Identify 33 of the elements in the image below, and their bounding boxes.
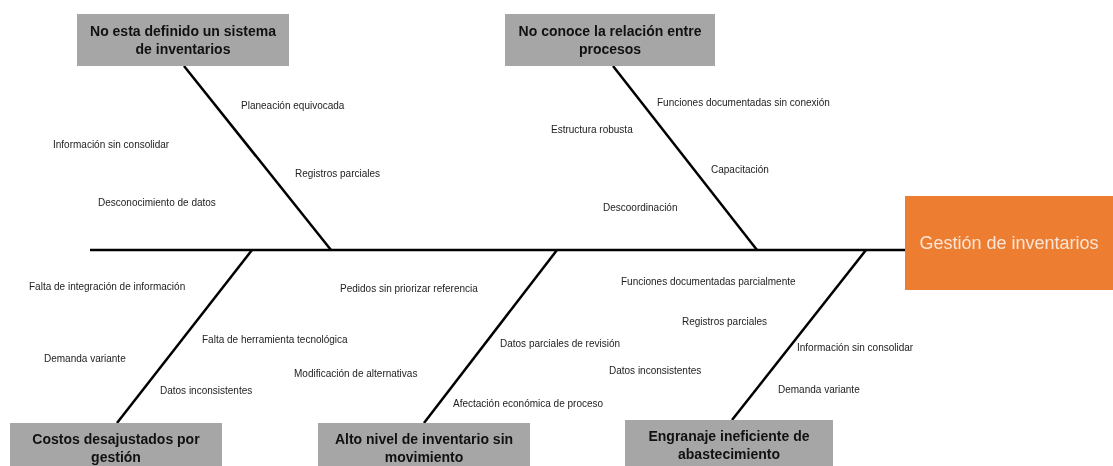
cause-label: Información sin consolidar — [797, 342, 914, 354]
cause-label: Afectación económica de proceso — [453, 398, 604, 410]
cause-label: Falta de integración de información — [29, 281, 186, 293]
category-box: Engranaje ineficiente de abastecimiento — [625, 420, 833, 466]
cause-label: Pedidos sin priorizar referencia — [340, 283, 478, 295]
category-box: No esta definido un sistema de inventarios — [77, 14, 289, 66]
cause-label: Capacitación — [711, 164, 769, 176]
bone-line — [116, 249, 253, 424]
category-box: Alto nivel de inventario sin movimiento — [318, 423, 530, 466]
bone-line — [183, 65, 332, 251]
cause-label: Datos inconsistentes — [160, 385, 253, 397]
category-box: Costos desajustados por gestión — [10, 423, 222, 466]
cause-label: Funciones documentadas sin conexión — [657, 97, 830, 109]
cause-label: Registros parciales — [682, 316, 768, 328]
bone-line — [612, 65, 758, 251]
cause-label: Demanda variante — [778, 384, 860, 396]
cause-label: Demanda variante — [44, 353, 126, 365]
spine-line — [90, 248, 905, 252]
cause-label: Desconocimiento de datos — [98, 197, 216, 209]
cause-label: Falta de herramienta tecnológica — [202, 334, 348, 346]
cause-label: Datos inconsistentes — [609, 365, 702, 377]
effect-box: Gestión de inventarios — [905, 196, 1113, 290]
category-box: No conoce la relación entre procesos — [505, 14, 715, 66]
cause-label: Modificación de alternativas — [294, 368, 418, 380]
cause-label: Planeación equivocada — [241, 100, 345, 112]
cause-label: Información sin consolidar — [53, 139, 170, 151]
cause-label: Datos parciales de revisión — [500, 338, 621, 350]
cause-label: Descoordinación — [603, 202, 678, 214]
cause-label: Funciones documentadas parcialmente — [621, 276, 796, 288]
bone-line — [731, 249, 867, 421]
cause-label: Registros parciales — [295, 168, 381, 180]
bone-line — [423, 249, 558, 424]
cause-label: Estructura robusta — [551, 124, 633, 136]
